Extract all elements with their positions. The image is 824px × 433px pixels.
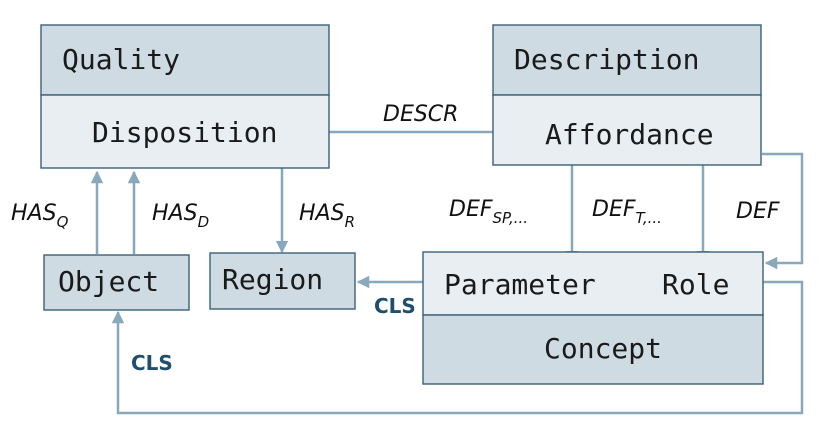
cls-region-label: CLS bbox=[374, 294, 416, 318]
def-sp-label: DEFSP,... bbox=[449, 197, 528, 227]
edge-def bbox=[762, 152, 804, 270]
region-label: Region bbox=[222, 263, 323, 296]
concept-box: Parameter Role Concept bbox=[422, 251, 764, 385]
has-d-label: HASD bbox=[152, 201, 209, 231]
description-box: Description Affordance bbox=[492, 24, 762, 166]
def-label: DEF bbox=[736, 199, 780, 224]
edge-cls-object bbox=[111, 280, 804, 415]
def-t-label: DEFT,... bbox=[592, 197, 662, 227]
parameter-label: Parameter bbox=[444, 268, 596, 301]
quality-label: Quality bbox=[62, 43, 180, 76]
disposition-label: Disposition bbox=[92, 116, 277, 149]
role-label: Role bbox=[662, 268, 729, 301]
region-box: Region bbox=[209, 252, 356, 310]
concept-label: Concept bbox=[544, 332, 662, 365]
object-label: Object bbox=[58, 265, 159, 298]
edges bbox=[90, 125, 804, 415]
quality-box: Quality Disposition bbox=[40, 24, 330, 169]
cls-object-label: CLS bbox=[131, 351, 173, 375]
description-label: Description bbox=[514, 43, 699, 76]
affordance-label: Affordance bbox=[545, 118, 714, 151]
has-q-label: HASQ bbox=[11, 201, 69, 231]
descr-label: DESCR bbox=[383, 102, 458, 127]
has-r-label: HASR bbox=[299, 201, 355, 231]
object-box: Object bbox=[43, 254, 190, 311]
